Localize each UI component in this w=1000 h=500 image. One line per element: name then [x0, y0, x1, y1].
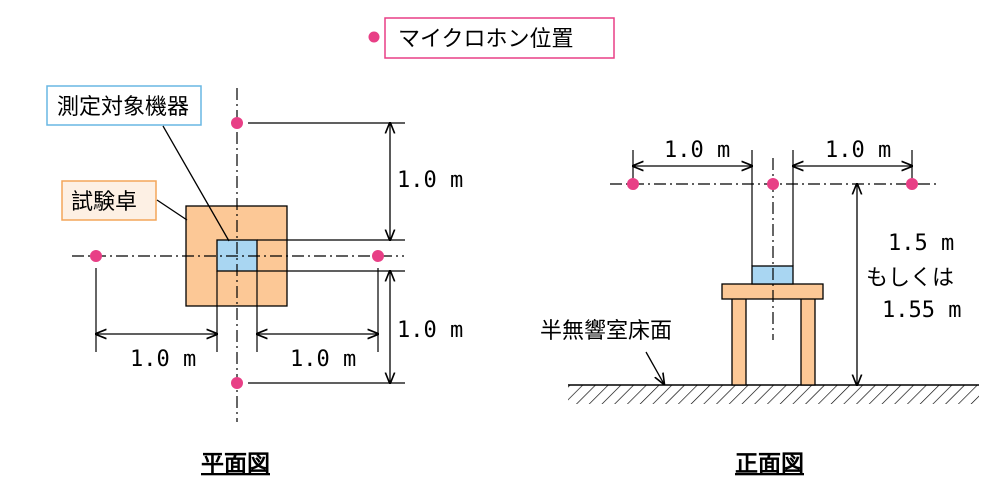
plan-mic-top — [231, 117, 243, 129]
plan-mic-bottom — [231, 377, 243, 389]
front-floor-hatch — [568, 385, 979, 404]
front-table-leg-left — [731, 297, 747, 386]
legend: マイクロホン位置 — [368, 17, 615, 59]
legend-box — [384, 17, 615, 59]
legend-label: マイクロホン位置 — [398, 27, 574, 52]
front-caption: 正面図 — [735, 451, 804, 477]
front-mic-right — [906, 178, 918, 190]
front-floor-leader — [645, 351, 664, 384]
plan-table-label-box — [61, 180, 157, 221]
plan-device-label-box — [46, 85, 202, 126]
plan-caption: 平面図 — [201, 451, 270, 477]
plan-dim-right-text: 1.0 m — [290, 347, 356, 372]
plan-table-label: 試験卓 — [71, 190, 137, 215]
plan-dim-top-text: 1.0 m — [397, 168, 463, 193]
front-mic-left — [627, 178, 639, 190]
plan-dim-bottom-text: 1.0 m — [397, 318, 463, 343]
plan-dim-left-text: 1.0 m — [130, 347, 196, 372]
plan-mic-left — [90, 250, 102, 262]
front-dim-right-text: 1.0 m — [825, 138, 891, 163]
plan-mic-right — [372, 250, 384, 262]
front-height-line3: 1.55 m — [882, 298, 961, 323]
plan-table-leader — [156, 199, 188, 221]
plan-device-leader — [162, 125, 230, 242]
front-view: 1.0 m 1.0 m 1.5 m もしくは 1.55 m 半無響室床面 正面図 — [540, 138, 979, 477]
front-height-line2: もしくは — [866, 266, 954, 291]
plan-device-label: 測定対象機器 — [57, 95, 189, 120]
front-floor-label: 半無響室床面 — [540, 319, 672, 344]
front-dim-left-text: 1.0 m — [664, 138, 730, 163]
plan-view: 1.0 m 1.0 m 1.0 m 1.0 m 測定対象機器 試験卓 平面図 — [46, 85, 463, 477]
legend-mic-dot — [368, 31, 380, 43]
front-mic-center — [767, 178, 779, 190]
front-height-line1: 1.5 m — [888, 231, 954, 256]
front-table-leg-right — [800, 297, 816, 386]
